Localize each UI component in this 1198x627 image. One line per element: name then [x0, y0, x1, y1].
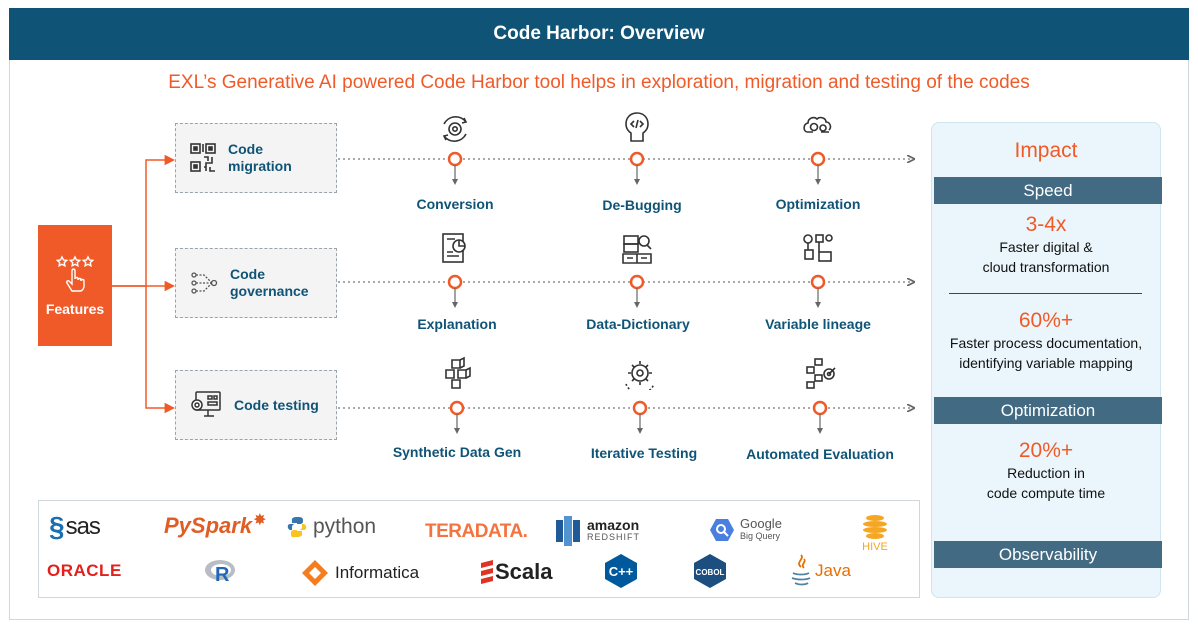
- step-label-explanation: Explanation: [417, 316, 497, 332]
- teradata-logo: TERADATA.: [425, 521, 528, 542]
- step-node: [810, 151, 826, 167]
- amazon-redshift-logo: amazon REDSHIFT: [555, 515, 640, 547]
- step-node: [632, 400, 648, 416]
- informatica-logo: Informatica: [301, 559, 419, 587]
- gear-cycle-icon: [442, 116, 468, 142]
- metric-documentation-desc-1: Faster process documentation,: [949, 335, 1143, 351]
- sas-logo: § sas: [49, 511, 101, 542]
- cobol-logo: COBOL: [693, 553, 727, 589]
- connector-migration: [112, 154, 176, 287]
- step-node: [629, 151, 645, 167]
- qr-code-icon: [190, 143, 216, 172]
- scala-logo: Scala: [481, 559, 553, 585]
- lineage-blocks-icon: [803, 234, 833, 262]
- pyspark-logo: Py Spark ✸: [164, 512, 267, 538]
- cpp-logo: C++: [604, 553, 638, 589]
- google-bigquery-logo: Google Big Query: [709, 517, 782, 543]
- data-flow-icon: [191, 272, 218, 294]
- step-label-conversion: Conversion: [416, 196, 494, 212]
- step-node: [447, 274, 463, 290]
- impact-title: Impact: [1014, 139, 1078, 162]
- hive-logo: HIVE: [861, 513, 889, 553]
- stars-hand-icon: [55, 254, 95, 292]
- ai-code-head-icon: [625, 112, 649, 142]
- metric-compute-value: 20%+: [1018, 439, 1074, 462]
- metric-compute-desc-2: code compute time: [986, 485, 1106, 501]
- impact-divider: [949, 293, 1142, 294]
- step-label-automated-evaluation: Automated Evaluation: [746, 446, 894, 462]
- row-label-code-migration: Code migration: [228, 141, 292, 174]
- optimization-band: Optimization: [934, 397, 1162, 424]
- impact-panel: Impact Speed 3-4x Faster digital & cloud…: [931, 122, 1162, 598]
- metric-speed-desc-2: cloud transformation: [982, 259, 1110, 275]
- step-label-synthetic-data-gen: Synthetic Data Gen: [392, 444, 522, 460]
- svg-text:C++: C++: [609, 564, 634, 579]
- page-title: Code Harbor: Overview: [9, 8, 1189, 60]
- row-label-code-governance: Code governance: [230, 266, 309, 299]
- metric-compute: 20%+ Reduction in code compute time: [932, 439, 1160, 503]
- step-node: [629, 274, 645, 290]
- database-book-icon: [622, 235, 652, 264]
- document-chart-icon: [442, 233, 466, 263]
- step-node: [447, 151, 463, 167]
- row-box-code-testing: Code testing: [175, 370, 337, 440]
- step-label-optimization: Optimization: [775, 196, 861, 212]
- step-label-de-bugging: De-Bugging: [602, 197, 682, 213]
- step-label-iterative-testing: Iterative Testing: [590, 445, 698, 461]
- metric-documentation: 60%+ Faster process documentation, ident…: [932, 309, 1160, 373]
- svg-text:R: R: [215, 564, 230, 585]
- step-label-data-dictionary: Data-Dictionary: [586, 316, 690, 332]
- step-label-variable-lineage: Variable lineage: [765, 316, 871, 332]
- step-node: [449, 400, 465, 416]
- metric-compute-desc-1: Reduction in: [1007, 465, 1085, 481]
- step-node: [810, 274, 826, 290]
- step-node: [812, 400, 828, 416]
- connector-testing: [145, 286, 176, 414]
- speed-band: Speed: [934, 177, 1162, 204]
- metric-documentation-value: 60%+: [1018, 309, 1074, 332]
- page-subtitle: EXL’s Generative AI powered Code Harbor …: [168, 72, 1030, 93]
- row-box-code-governance: Code governance: [175, 248, 337, 318]
- technology-logos: § sas Py Spark ✸ python TERADATA. amazon…: [38, 500, 920, 598]
- python-logo: python: [286, 515, 376, 539]
- r-logo: R: [204, 557, 238, 585]
- target-blocks-icon: [806, 358, 836, 389]
- java-logo: Java: [789, 553, 851, 589]
- gear-loop-icon: [625, 361, 655, 390]
- oracle-logo: ORACLE: [47, 561, 122, 580]
- metric-speed-value: 3-4x: [1025, 213, 1067, 236]
- metric-speed: 3-4x Faster digital & cloud transformati…: [932, 213, 1160, 277]
- observability-band: Observability: [934, 541, 1162, 568]
- metric-documentation-desc-2: identifying variable mapping: [959, 355, 1133, 371]
- features-label: Features: [45, 300, 105, 317]
- metric-speed-desc-1: Faster digital &: [999, 239, 1093, 255]
- cubes-icon: [445, 356, 471, 389]
- svg-text:COBOL: COBOL: [696, 568, 725, 577]
- brain-gears-icon: [803, 116, 832, 133]
- features-box: Features: [38, 225, 112, 346]
- row-box-code-migration: Code migration: [175, 123, 337, 193]
- row-label-code-testing: Code testing: [234, 396, 319, 413]
- monitor-gear-icon: [191, 391, 221, 417]
